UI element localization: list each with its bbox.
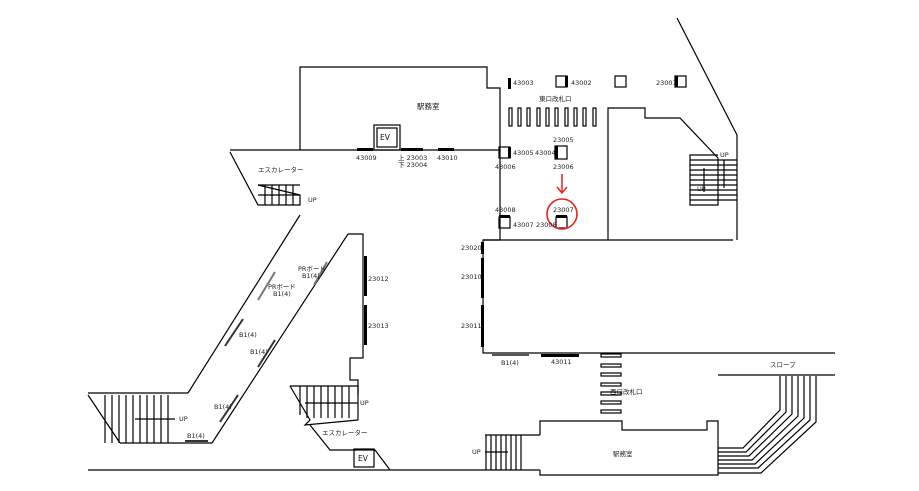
sign-label-highlighted: 23007 [553, 206, 574, 214]
sign-label: 43008 [495, 206, 516, 214]
up-label: UP [179, 415, 188, 423]
sign-label: 23006 [553, 163, 574, 171]
stairs-left-lower [87, 394, 175, 444]
slope-lines [718, 376, 817, 474]
escalator-bottom-label: エスカレーター [322, 429, 368, 437]
sign-label: 43009 [356, 154, 377, 162]
up-label: UP [697, 185, 706, 193]
east-ticket-gates [508, 107, 597, 127]
up-label: UP [360, 399, 369, 407]
sign-label: 43005 [513, 149, 534, 157]
right-outer-wall [676, 17, 738, 240]
east-gate-label: 東口改札口 [539, 95, 572, 103]
office-bottom-wall [539, 420, 719, 476]
stairs-bottom [485, 435, 522, 470]
board-label: B1(4) [187, 432, 205, 440]
board-label: B1(4) [273, 290, 291, 298]
stairs-right [690, 159, 737, 201]
up-label: UP [308, 196, 317, 204]
sign-label: 23005 [553, 136, 574, 144]
stairs-center [289, 385, 391, 471]
ev-bottom-box [353, 448, 375, 468]
pillars [498, 75, 687, 229]
sign-label: 23001 [656, 79, 677, 87]
sign-label: B1(4) [501, 359, 519, 367]
sign-label: 23013 [368, 322, 389, 330]
west-ticket-gates [600, 353, 622, 414]
sign-label: 43003 [513, 79, 534, 87]
sign-label: 23008 [536, 221, 557, 229]
platform-block [482, 239, 835, 354]
board-label: PRボード [298, 265, 326, 273]
up-label: UP [472, 448, 481, 456]
board-label: B1(4) [250, 348, 268, 356]
sign-label: 23012 [368, 275, 389, 283]
sign-label: 43007 [513, 221, 534, 229]
ev-top-inner [376, 127, 398, 148]
wall-signs-top [357, 148, 454, 151]
board-label: B1(4) [214, 403, 232, 411]
west-gate-label: 西口改札口 [610, 388, 643, 396]
sign-label: 43006 [495, 163, 516, 171]
office-top-label: 駅務室 [417, 102, 440, 111]
ev-bottom-label: EV [358, 454, 368, 463]
board-label: B1(4) [239, 331, 257, 339]
right-inner-wall [607, 107, 719, 240]
center-block-wall [348, 233, 364, 395]
sign-label: 43002 [571, 79, 592, 87]
sign-label: 上 23003 [398, 154, 428, 162]
sign-label: 43004 [535, 149, 556, 157]
sign-label: 23011 [461, 322, 482, 330]
escalator-left-label: エスカレーター [258, 166, 304, 174]
sign-label: 43010 [437, 154, 458, 162]
sign-label: 43011 [551, 358, 572, 366]
ev-top-label: EV [380, 133, 390, 142]
up-label: UP [720, 151, 729, 159]
office-top-wall [230, 66, 501, 151]
sign-label: 下 23004 [398, 161, 428, 169]
sign-label: 23010 [461, 273, 482, 281]
ev-top-box [373, 124, 401, 151]
sign-label: 23020 [461, 244, 482, 252]
boards-b1 [185, 256, 367, 442]
slope-label: スロープ [770, 361, 796, 369]
stairs-left-upper [258, 184, 300, 205]
board-label: PRボード [268, 283, 296, 291]
office-bottom-label: 駅務室 [613, 450, 633, 458]
board-label: B1(4) [302, 272, 320, 280]
target-highlight [546, 174, 578, 230]
